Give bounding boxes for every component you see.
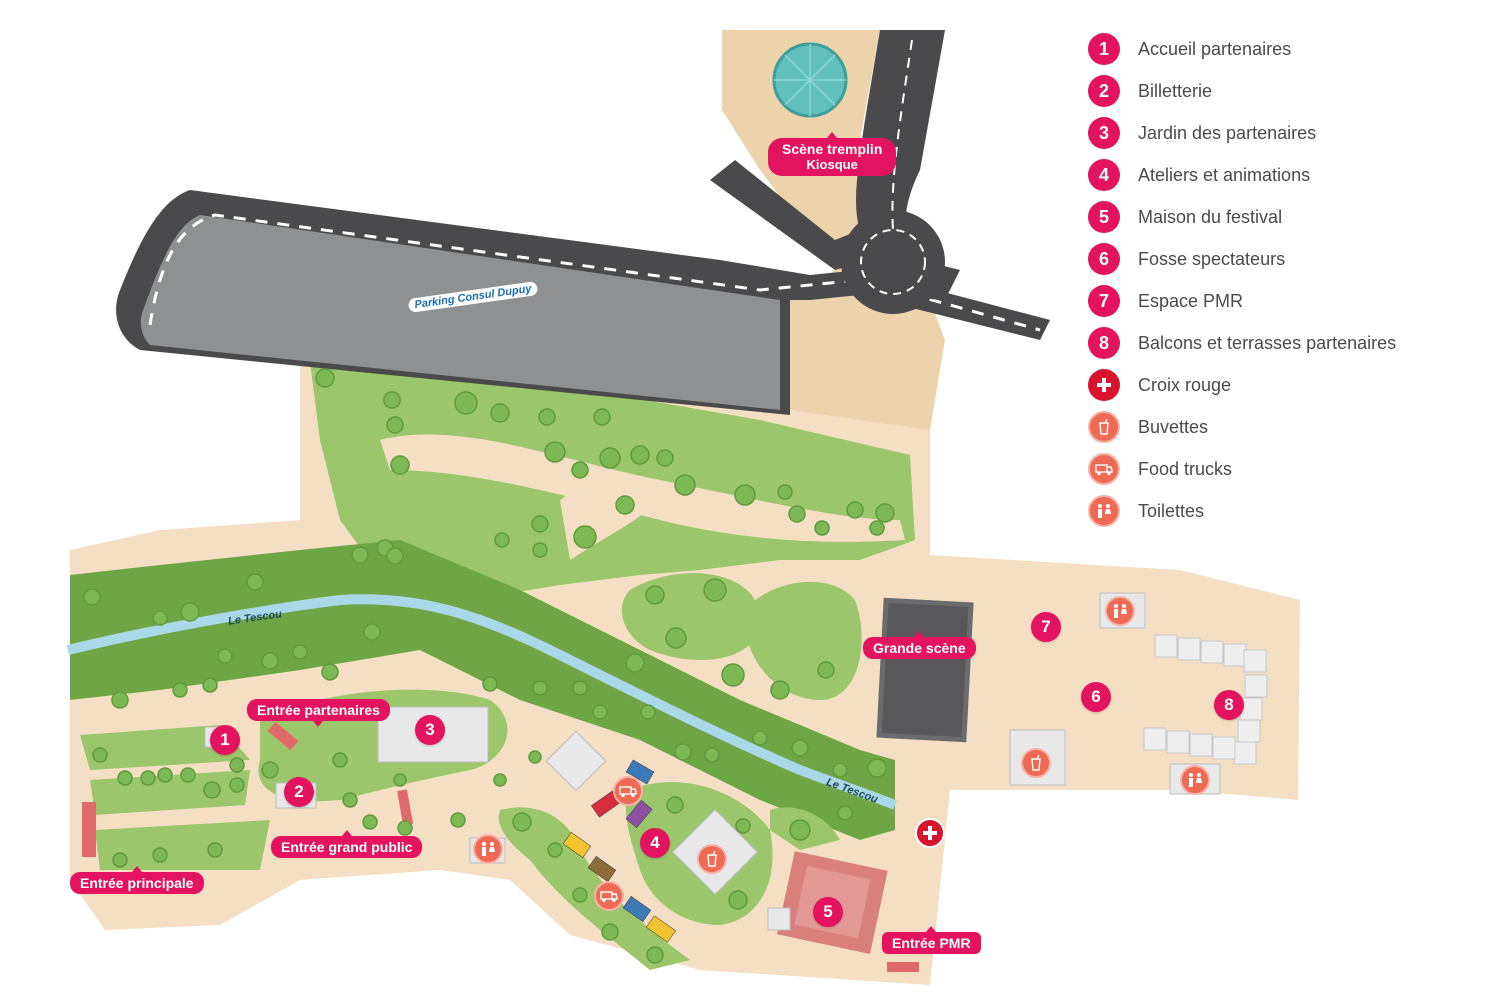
legend-label: Food trucks	[1138, 458, 1233, 479]
south-lawn-trucks	[498, 807, 690, 970]
label-scene-tremplin-title: Scène tremplin	[782, 141, 883, 157]
south-lawn-west-3	[95, 820, 270, 870]
drink-icon[interactable]	[697, 844, 727, 874]
legend-item: 7 Espace PMR	[1088, 284, 1243, 318]
food-truck-icon[interactable]	[594, 881, 624, 911]
river-bank	[70, 540, 895, 840]
roundabout-center	[860, 229, 926, 295]
food-truck-icon[interactable]	[613, 776, 643, 806]
road-kiosque-dashes	[891, 39, 913, 231]
legend-item: 1 Accueil partenaires	[1088, 32, 1291, 66]
legend-label: Toilettes	[1138, 500, 1205, 521]
legend-item: 5 Maison du festival	[1088, 200, 1282, 234]
legend-label: Accueil partenaires	[1138, 38, 1292, 59]
legend-label: Buvettes	[1138, 416, 1209, 437]
label-kiosque: Kiosque	[806, 157, 858, 172]
drink-icon	[1088, 411, 1120, 443]
legend-item: 8 Balcons et terrasses partenaires	[1088, 326, 1396, 360]
legend-item: Croix rouge	[1088, 368, 1231, 402]
legend-label: Billetterie	[1138, 80, 1213, 101]
label-grande-scene[interactable]: Grande scène	[863, 631, 976, 659]
pin-accueil-partenaires[interactable]: 1	[210, 725, 240, 755]
toilets-icon[interactable]	[473, 834, 503, 864]
parking-surface	[140, 215, 781, 410]
pin-balcons-terrasses[interactable]: 8	[1214, 690, 1244, 720]
food-trucks	[562, 759, 677, 943]
legend-number-badge: 1	[1088, 33, 1120, 65]
red-cross-icon	[1088, 369, 1120, 401]
balcony-tents	[1143, 634, 1268, 765]
legend-number-badge: 3	[1088, 117, 1120, 149]
gate-main	[82, 802, 96, 857]
label-scene-tremplin[interactable]: Scène tremplin Kiosque	[768, 132, 897, 176]
gate-pmr	[887, 962, 919, 972]
legend-number-badge: 6	[1088, 243, 1120, 275]
legend-number-badge: 2	[1088, 75, 1120, 107]
pin-jardin-partenaires[interactable]: 3	[415, 715, 445, 745]
pin-espace-pmr[interactable]: 7	[1031, 612, 1061, 642]
label-entree-principale[interactable]: Entrée principale	[70, 866, 204, 894]
legend-item: Toilettes	[1088, 494, 1204, 528]
legend-item: Food trucks	[1088, 452, 1232, 486]
legend-item: 4 Ateliers et animations	[1088, 158, 1310, 192]
legend-label: Croix rouge	[1138, 374, 1232, 395]
legend-item: 6 Fosse spectateurs	[1088, 242, 1285, 276]
legend-number-badge: 8	[1088, 327, 1120, 359]
kiosque-roof-lines	[774, 44, 846, 116]
legend-label: Ateliers et animations	[1138, 164, 1311, 185]
grande-scene-stage-top	[881, 602, 969, 738]
gate-partners	[267, 721, 299, 751]
legend-item: Buvettes	[1088, 410, 1208, 444]
pin-maison-du-festival[interactable]: 5	[813, 897, 843, 927]
legend-number-badge: 7	[1088, 285, 1120, 317]
toilets-icon[interactable]	[1105, 596, 1135, 626]
toilets-icon	[1088, 495, 1120, 527]
drink-icon[interactable]	[1021, 748, 1051, 778]
toilets-icon[interactable]	[1180, 765, 1210, 795]
red-cross-icon[interactable]	[915, 818, 945, 848]
gate-public	[397, 789, 414, 826]
legend-item: 3 Jardin des partenaires	[1088, 116, 1316, 150]
legend-label: Espace PMR	[1138, 290, 1244, 311]
legend-label: Balcons et terrasses partenaires	[1138, 332, 1397, 353]
kiosque-ground	[722, 30, 945, 430]
trees	[83, 368, 895, 964]
parking-road-dashes	[148, 213, 1041, 332]
legend-number-badge: 5	[1088, 201, 1120, 233]
river-tescou	[66, 594, 897, 810]
pin-ateliers-animations[interactable]: 4	[640, 828, 670, 858]
pin-fosse-spectateurs[interactable]: 6	[1081, 682, 1111, 712]
label-entree-grand-public[interactable]: Entrée grand public	[271, 830, 423, 858]
pin-billetterie[interactable]: 2	[284, 777, 314, 807]
legend-label: Maison du festival	[1138, 206, 1283, 227]
legend-number-badge: 4	[1088, 159, 1120, 191]
food-truck-icon	[1088, 453, 1120, 485]
label-entree-pmr[interactable]: Entrée PMR	[882, 926, 981, 954]
legend-item: 2 Billetterie	[1088, 74, 1212, 108]
label-entree-partenaires[interactable]: Entrée partenaires	[247, 699, 390, 727]
legend-label: Fosse spectateurs	[1138, 248, 1286, 269]
legend-label: Jardin des partenaires	[1138, 122, 1317, 143]
